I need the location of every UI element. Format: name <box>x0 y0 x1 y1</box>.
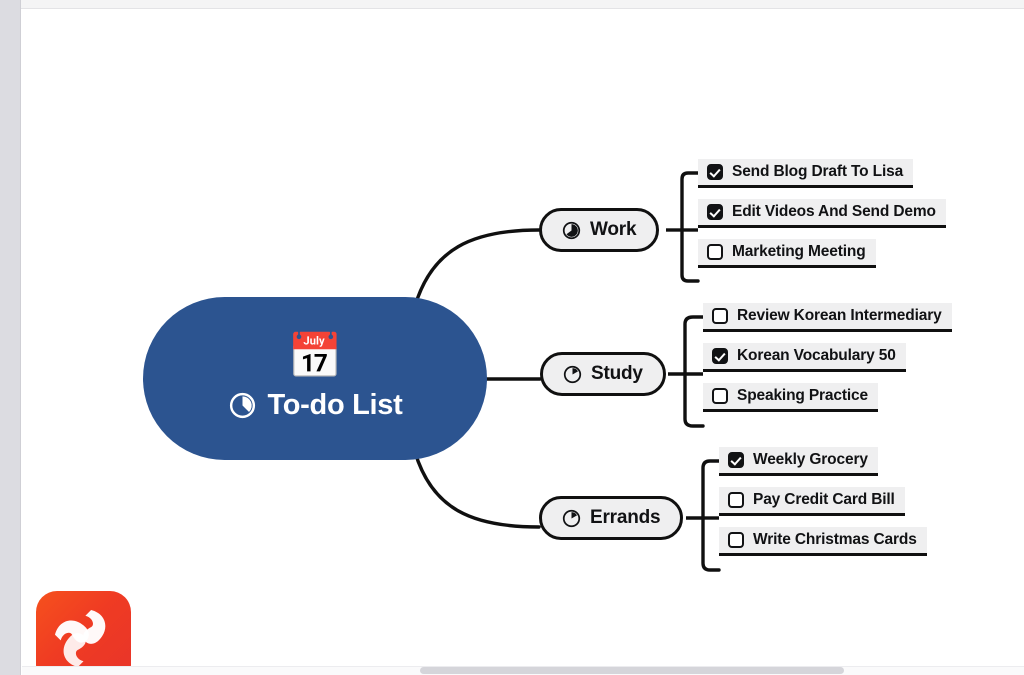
checkbox-unchecked-icon[interactable] <box>712 308 728 324</box>
calendar-icon: 📅 <box>287 332 343 381</box>
branch-label: Work <box>590 219 637 240</box>
leaf-topic[interactable]: Korean Vocabulary 50 <box>703 343 906 372</box>
checkbox-unchecked-icon[interactable] <box>728 532 744 548</box>
mindmap-canvas[interactable]: 📅 To-do List Work Send Blog Draft To Lis… <box>22 9 1024 666</box>
leaf-label: Review Korean Intermediary <box>737 307 942 324</box>
leaf-label: Pay Credit Card Bill <box>753 491 895 508</box>
leaf-label: Write Christmas Cards <box>753 531 917 548</box>
toolbar-item-topic[interactable]: Topic <box>500 0 523 8</box>
branch-node-study[interactable]: Study <box>540 352 666 396</box>
leaf-label: Korean Vocabulary 50 <box>737 347 896 364</box>
checkbox-checked-icon[interactable] <box>707 164 723 180</box>
xmind-pinwheel-icon <box>55 610 106 667</box>
leaf-topic[interactable]: Speaking Practice <box>703 383 878 412</box>
central-topic-node[interactable]: 📅 To-do List <box>143 297 487 460</box>
checkbox-unchecked-icon[interactable] <box>728 492 744 508</box>
toolbar-item-canvas[interactable]: Canvas <box>86 0 119 8</box>
toolbar-item-edit[interactable]: Edit <box>994 0 1013 8</box>
xmind-logo[interactable] <box>36 591 131 675</box>
toolbar-item-relationship[interactable]: Relationship <box>588 0 647 8</box>
top-toolbar: Canvas Topic Subtopic Relationship Summa… <box>0 0 1024 9</box>
central-topic-label: To-do List <box>267 389 403 421</box>
checkbox-checked-icon[interactable] <box>707 204 723 220</box>
toolbar-item-marker[interactable]: Marker <box>754 0 786 8</box>
horizontal-scrollbar-thumb[interactable] <box>420 667 844 674</box>
task-progress-icon <box>563 365 582 383</box>
left-sidebar-strip[interactable] <box>0 0 21 675</box>
leaf-label: Weekly Grocery <box>753 451 868 468</box>
checkbox-unchecked-icon[interactable] <box>707 244 723 260</box>
checkbox-checked-icon[interactable] <box>712 348 728 364</box>
toolbar-item-summary[interactable]: Summary <box>652 0 694 8</box>
leaf-topic[interactable]: Edit Videos And Send Demo <box>698 199 946 228</box>
toolbar-item-boundary[interactable]: Boundary <box>702 0 744 8</box>
toolbar-item-insert[interactable]: Insert <box>798 0 825 8</box>
leaf-topic[interactable]: Pay Credit Card Bill <box>719 487 905 516</box>
branch-label: Study <box>591 363 643 384</box>
branch-node-errands[interactable]: Errands <box>539 496 684 540</box>
branch-node-work[interactable]: Work <box>539 208 660 252</box>
leaf-topic[interactable]: Write Christmas Cards <box>719 527 927 556</box>
leaf-label: Speaking Practice <box>737 387 868 404</box>
task-progress-icon <box>562 509 581 527</box>
checkbox-checked-icon[interactable] <box>728 452 744 468</box>
task-progress-icon <box>229 392 255 419</box>
branch-label: Errands <box>590 507 661 528</box>
leaf-topic[interactable]: Review Korean Intermediary <box>703 303 952 332</box>
leaf-label: Send Blog Draft To Lisa <box>732 163 904 180</box>
leaf-topic[interactable]: Marketing Meeting <box>698 239 876 268</box>
horizontal-scrollbar-track[interactable] <box>22 666 1024 675</box>
leaf-label: Edit Videos And Send Demo <box>732 203 936 220</box>
leaf-topic[interactable]: Weekly Grocery <box>719 447 878 476</box>
leaf-topic[interactable]: Send Blog Draft To Lisa <box>698 159 914 188</box>
leaf-label: Marketing Meeting <box>732 243 866 260</box>
checkbox-unchecked-icon[interactable] <box>712 388 728 404</box>
task-progress-icon <box>562 221 581 239</box>
toolbar-item-subtopic[interactable]: Subtopic <box>536 0 575 8</box>
